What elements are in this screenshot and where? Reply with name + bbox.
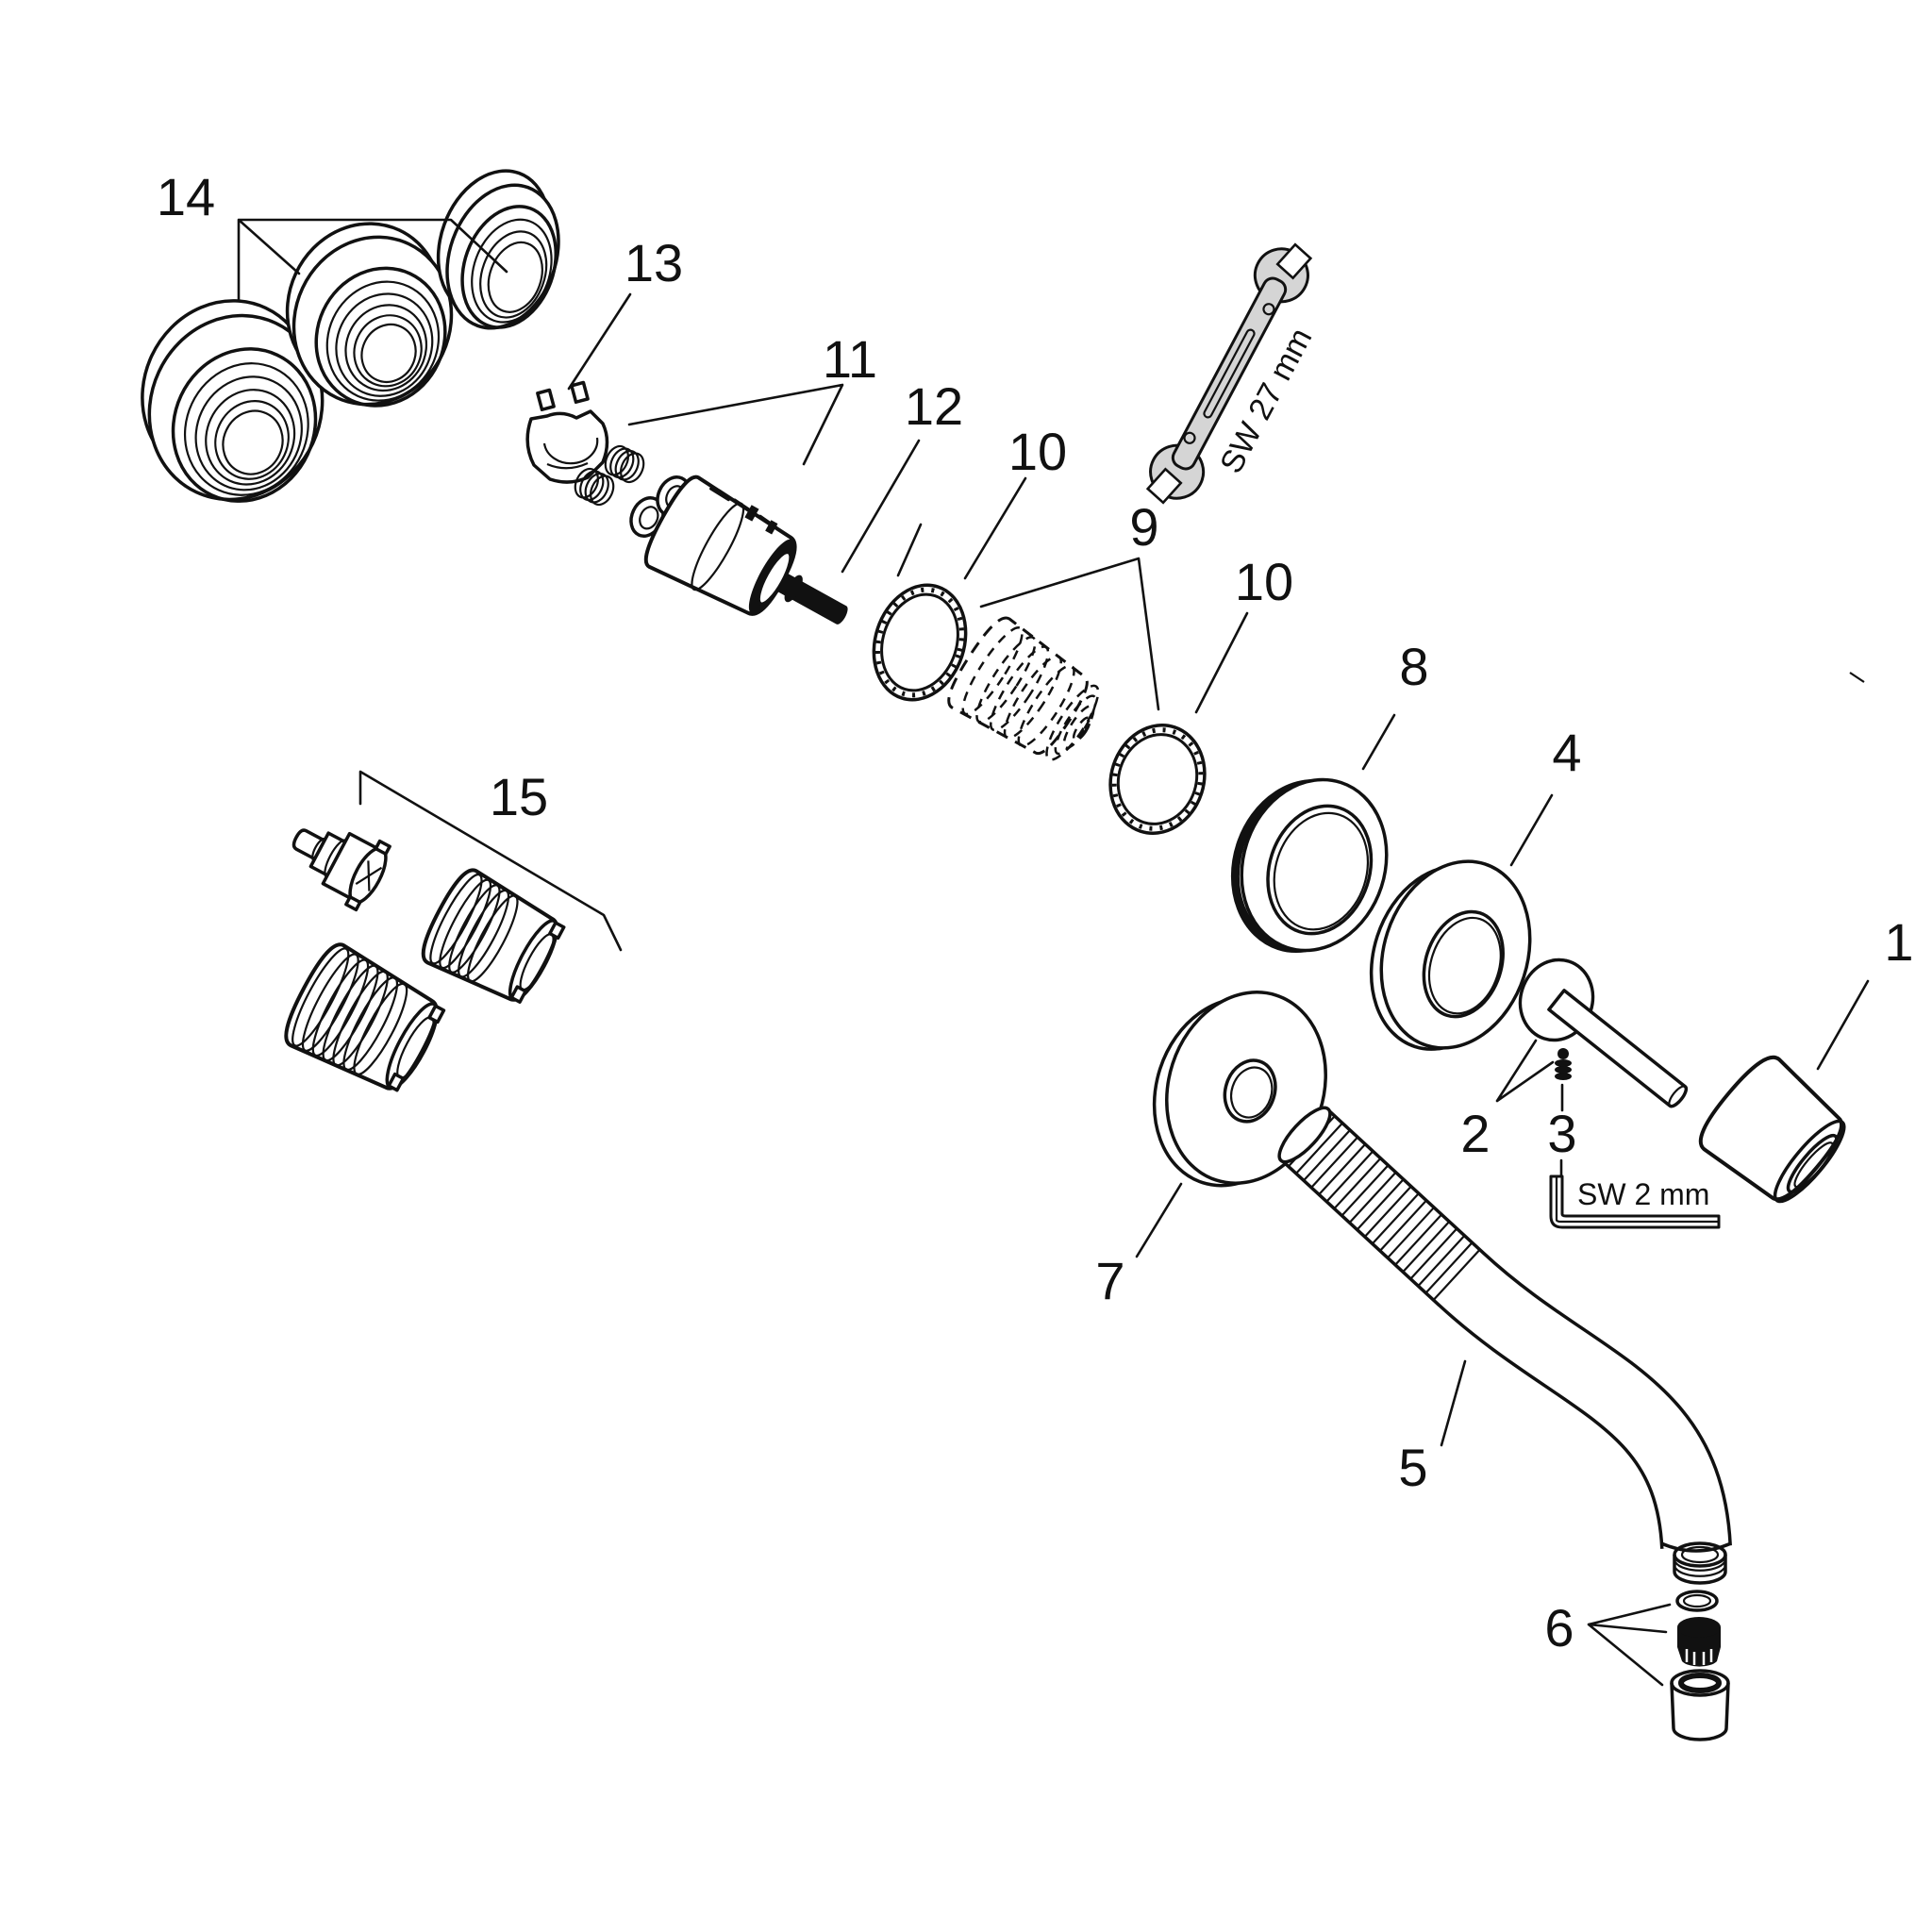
callout-15: 15 — [490, 767, 548, 826]
leader-5 — [1440, 1359, 1467, 1447]
extension-sleeve — [421, 868, 566, 1004]
leader-15 — [358, 770, 623, 952]
callout-12: 12 — [905, 376, 963, 436]
hex-key-size-label: SW 2 mm — [1577, 1177, 1709, 1211]
callout-6: 6 — [1544, 1598, 1574, 1657]
part-10-o-ring-left: 10 — [872, 422, 1067, 702]
part-12-o-ring-callout: 12 — [841, 376, 963, 577]
callout-14: 14 — [157, 167, 215, 226]
part-4-escutcheon-ring: 4 — [1369, 723, 1582, 1051]
callout-10-right: 10 — [1235, 552, 1293, 611]
spring-icon — [604, 444, 645, 484]
callout-1: 1 — [1884, 912, 1913, 972]
aerator-housing — [1670, 1669, 1730, 1741]
hex-key-icon: SW 2 mm — [1549, 1174, 1721, 1229]
aerator-o-ring — [1675, 1590, 1719, 1612]
leader-10-right — [1194, 611, 1249, 714]
leader-9 — [979, 557, 1160, 711]
aerator-retainer-ring — [1673, 1541, 1727, 1585]
callout-5: 5 — [1398, 1438, 1427, 1497]
callout-3: 3 — [1547, 1104, 1576, 1163]
part-5-spout: 5 — [1277, 1106, 1732, 1553]
callout-13: 13 — [625, 233, 683, 292]
open-end-wrench-icon: SW 27 mm — [1145, 242, 1320, 505]
leader-7 — [1135, 1182, 1183, 1258]
part-13-adapter: 13 — [525, 233, 683, 484]
callout-10-left: 10 — [1008, 422, 1067, 481]
part-2-spout-pin: 2 — [1460, 958, 1689, 1163]
callout-4: 4 — [1552, 723, 1581, 782]
leader-13 — [567, 292, 632, 391]
callout-9: 9 — [1129, 497, 1158, 557]
part-9-concealed-body: 9 — [947, 497, 1160, 761]
callout-7: 7 — [1095, 1251, 1124, 1310]
aerator-insert — [1677, 1617, 1721, 1667]
part-11-cartridge-assembly: 11 — [574, 329, 877, 625]
cartridge — [643, 475, 848, 625]
part-3-set-screw: 3 — [1547, 1048, 1577, 1178]
part-1-handle: 1 — [1698, 912, 1914, 1204]
callout-11: 11 — [823, 329, 877, 389]
leader-4 — [1509, 793, 1554, 867]
spring-icon — [574, 467, 615, 507]
part-14-sleeves: 14 — [141, 167, 560, 503]
part-7-spout-escutcheon: 7 — [1095, 991, 1327, 1310]
leader-2 — [1495, 1039, 1555, 1103]
stray-mark — [1849, 672, 1865, 683]
part-8-seal-ring: 8 — [1230, 637, 1429, 954]
leader-1 — [1816, 979, 1870, 1071]
callout-2: 2 — [1460, 1104, 1490, 1163]
leader-10-left — [963, 476, 1027, 580]
callout-8: 8 — [1399, 637, 1428, 696]
leader-6 — [1587, 1603, 1672, 1687]
extension-adapter — [291, 828, 391, 912]
part-15-extension-set: 15 — [284, 767, 623, 1092]
leader-14 — [237, 218, 508, 302]
extension-sleeve — [284, 942, 446, 1092]
part-6-aerator: 6 — [1544, 1541, 1730, 1741]
part-10-o-ring-right: 10 — [1108, 552, 1293, 835]
leader-12 — [841, 439, 923, 577]
leader-8 — [1361, 713, 1396, 771]
leader-11 — [627, 383, 844, 466]
